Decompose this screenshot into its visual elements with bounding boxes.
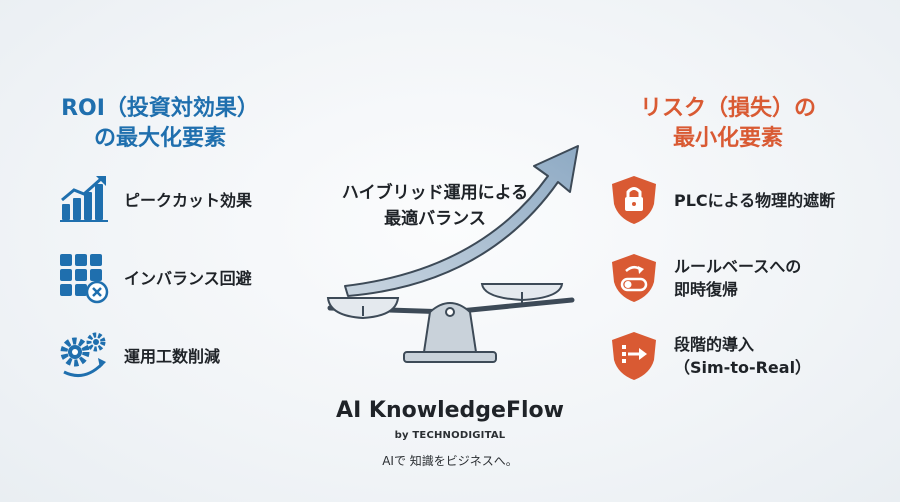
brand-by: by TECHNODIGITAL (394, 430, 506, 441)
risk-heading: リスク（損失）の 最小化要素 (608, 94, 848, 154)
brand-tagline: AIで 知識をビジネスへ。 (382, 454, 518, 468)
risk-item-label: 段階的導入 （Sim-to-Real） (674, 335, 812, 377)
risk-item-plc: PLCによる物理的遮断 (608, 174, 835, 226)
roi-heading-line1: ROI（投資対効果） (61, 96, 259, 121)
shield-lock-icon (612, 176, 656, 224)
roi-item-label: 運用工数削減 (124, 346, 221, 366)
risk-item-label: ルールベースへの 即時復帰 (674, 257, 802, 299)
risk-item-phased: 段階的導入 （Sim-to-Real） (608, 330, 811, 382)
hybrid-balance-line1: ハイブリッド運用による (341, 183, 529, 203)
hybrid-balance-line2: 最適バランス (384, 209, 486, 229)
risk-heading-line2: 最小化要素 (672, 126, 783, 151)
roi-heading-line2: の最大化要素 (93, 126, 226, 151)
risk-item-label: PLCによる物理的遮断 (674, 190, 836, 210)
gears-icon (60, 332, 106, 378)
roi-item-label: ピークカット効果 (124, 190, 253, 210)
shield-flow-icon (612, 332, 656, 380)
risk-item-rule-base: ルールベースへの 即時復帰 (608, 252, 801, 304)
risk-heading-line1: リスク（損失）の (639, 96, 816, 121)
grid-remove-icon (60, 254, 109, 304)
roi-item-label: インバランス回避 (124, 268, 252, 288)
growth-chart-icon (60, 176, 108, 222)
hybrid-balance-label: ハイブリッド運用による 最適バランス (320, 180, 550, 232)
roi-heading: ROI（投資対効果） の最大化要素 (60, 94, 260, 154)
shield-toggle-icon (612, 254, 656, 302)
roi-item-labor: 運用工数削減 (58, 330, 220, 382)
brand-name: AI KnowledgeFlow (336, 398, 564, 423)
roi-item-peak-cut: ピークカット効果 (58, 174, 252, 226)
scale-stand (422, 302, 478, 353)
roi-item-imbalance: インバランス回避 (58, 252, 252, 304)
balance-scale-graphic (326, 145, 579, 363)
rising-arrow (344, 145, 579, 297)
